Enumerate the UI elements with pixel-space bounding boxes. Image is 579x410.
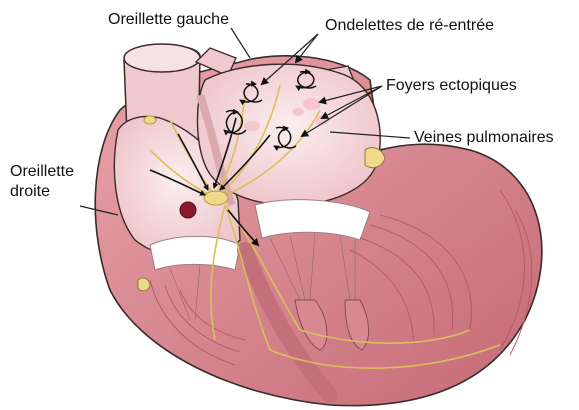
label-ectopic-foci: Foyers ectopiques bbox=[386, 76, 517, 95]
label-pulmonary-veins: Veines pulmonaires bbox=[414, 128, 554, 147]
coronary-vessel bbox=[138, 278, 150, 291]
label-left-atrium: Oreillette gauche bbox=[108, 10, 229, 29]
vena-cava-opening bbox=[124, 44, 200, 72]
label-right-atrium-line1: Oreillette bbox=[10, 162, 74, 182]
av-node bbox=[204, 191, 228, 205]
label-reentry-wavelets: Ondelettes de ré-entrée bbox=[325, 16, 494, 35]
label-right-atrium-line2: droite bbox=[10, 182, 74, 202]
atrial-opening bbox=[180, 202, 196, 218]
label-right-atrium: Oreillette droite bbox=[10, 162, 74, 202]
sa-node bbox=[144, 116, 156, 124]
leader-left-atrium bbox=[231, 28, 250, 58]
